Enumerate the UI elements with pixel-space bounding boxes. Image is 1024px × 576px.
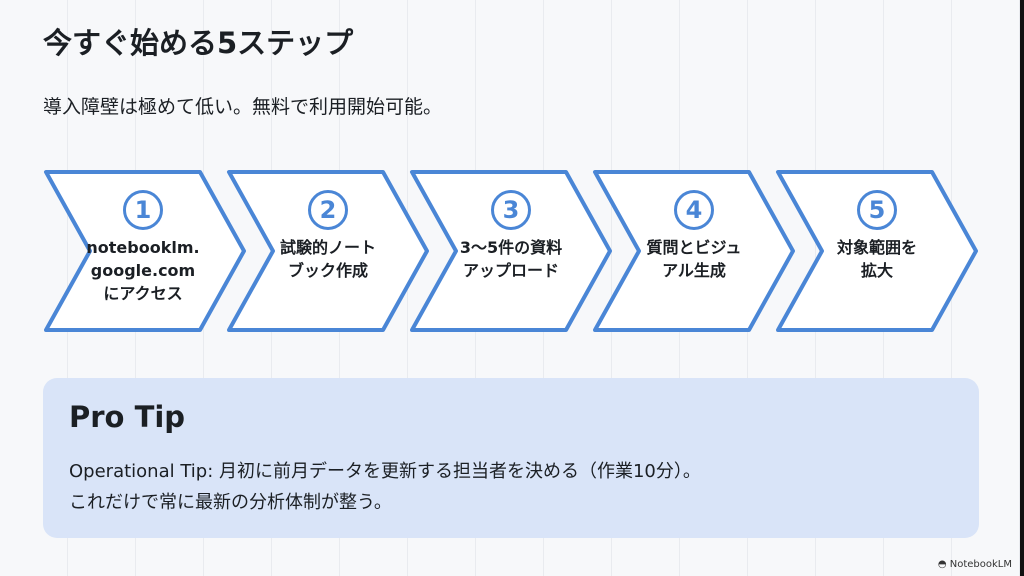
- step-2: 2 試験的ノートブック作成: [253, 190, 403, 282]
- step-label: notebooklm. google.com にアクセス: [68, 236, 218, 305]
- step-label-line: 対象範囲を: [836, 238, 917, 257]
- step-number-badge: 3: [491, 190, 531, 230]
- subtitle: 導入障壁は極めて低い。無料で利用開始可能。: [43, 96, 443, 118]
- step-label: 質問とビジュアル生成: [619, 236, 769, 282]
- step-5: 5 対象範囲を拡大: [802, 190, 952, 282]
- step-label-line: 拡大: [860, 261, 893, 280]
- page-title: 今すぐ始める5ステップ: [43, 26, 354, 60]
- step-label-line: にアクセス: [103, 284, 183, 303]
- step-chevron: [44, 170, 246, 332]
- step-number-badge: 1: [123, 190, 163, 230]
- brand-label: ◓ NotebookLM: [938, 559, 1012, 570]
- step-label-line: google.com: [90, 261, 196, 280]
- step-label-line: notebooklm.: [86, 238, 200, 257]
- step-number-badge: 4: [674, 190, 714, 230]
- step-number-badge: 2: [308, 190, 348, 230]
- step-label: 対象範囲を拡大: [802, 236, 952, 282]
- pro-tip-text: Operational Tip: 月初に前月データを更新する担当者を決める（作業…: [69, 456, 701, 518]
- pro-tip-line-1: Operational Tip: 月初に前月データを更新する担当者を決める（作業…: [69, 461, 701, 482]
- step-chevron: [593, 170, 795, 332]
- notebooklm-logo-icon: ◓: [937, 559, 950, 570]
- step-label: 3〜5件の資料アップロード: [436, 236, 586, 282]
- step-number-badge: 5: [857, 190, 897, 230]
- pro-tip-box: Pro Tip Operational Tip: 月初に前月データを更新する担当…: [43, 378, 979, 538]
- step-chevron: [776, 170, 978, 332]
- step-label-line: アル生成: [662, 261, 726, 280]
- step-label: 試験的ノートブック作成: [253, 236, 403, 282]
- step-chevron: [410, 170, 612, 332]
- step-label-line: 試験的ノート: [279, 238, 376, 257]
- step-label-line: 3〜5件の資料: [459, 238, 563, 257]
- pro-tip-heading: Pro Tip: [69, 400, 186, 434]
- step-label-line: アップロード: [462, 261, 559, 280]
- brand-text: NotebookLM: [949, 559, 1012, 570]
- step-3: 3 3〜5件の資料アップロード: [436, 190, 586, 282]
- screen-edge: [1020, 0, 1024, 576]
- pro-tip-line-2: これだけで常に最新の分析体制が整う。: [69, 492, 392, 513]
- step-label-line: 質問とビジュ: [646, 238, 742, 257]
- step-1: 1 notebooklm. google.com にアクセス: [68, 190, 218, 305]
- step-chevron: [227, 170, 429, 332]
- step-4: 4 質問とビジュアル生成: [619, 190, 769, 282]
- step-label-line: ブック作成: [287, 261, 368, 280]
